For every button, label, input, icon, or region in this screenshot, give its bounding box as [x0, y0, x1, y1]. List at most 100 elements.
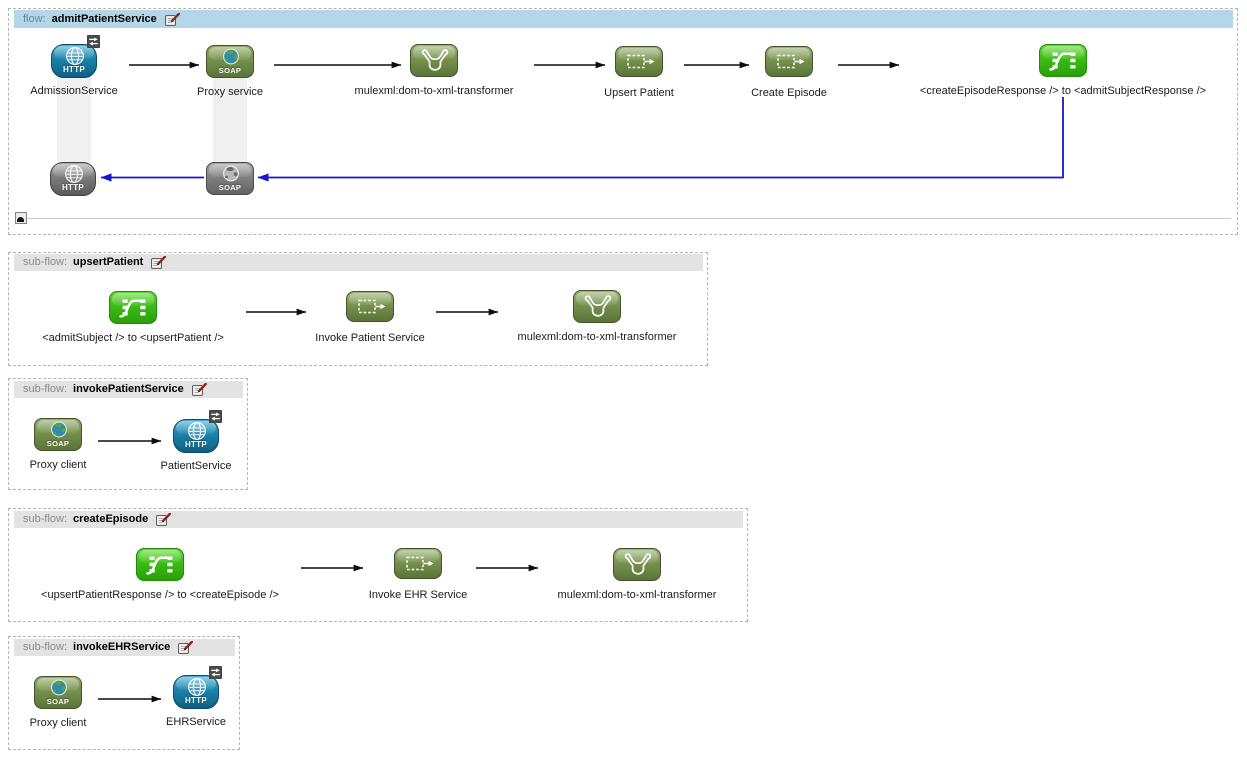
node-admission-service[interactable]: HTTP AdmissionService — [30, 35, 118, 97]
node-upsert-patient-ref[interactable]: Upsert Patient — [604, 46, 674, 99]
node-ehr-service[interactable]: HTTP EHRService — [166, 666, 226, 728]
node-soap-response[interactable]: SOAP — [206, 162, 254, 195]
flow-kind-label: sub-flow: — [23, 513, 68, 525]
soap-component-icon[interactable]: SOAP — [34, 676, 82, 709]
http-icon-label: HTTP — [184, 696, 208, 705]
node-request-mapper[interactable]: <admitSubject /> to <upsertPatient /> — [42, 291, 224, 344]
node-label: <createEpisodeResponse /> to <admitSubje… — [919, 85, 1207, 97]
node-proxy-client[interactable]: SOAP Proxy client — [30, 676, 86, 729]
request-response-channel — [213, 71, 247, 163]
node-label: Proxy client — [29, 717, 87, 729]
datamapper-glyph-icon — [1049, 52, 1076, 71]
node-response-mapper[interactable]: <createEpisodeResponse /> to <admitSubje… — [920, 44, 1206, 97]
flow-reference-icon[interactable] — [346, 291, 394, 322]
node-dom-to-xml-transformer[interactable]: mulexml:dom-to-xml-transformer — [518, 290, 676, 343]
http-endpoint-gray-icon[interactable]: HTTP — [50, 162, 96, 196]
subflow-header[interactable]: sub-flow: upsertPatient — [14, 254, 703, 271]
node-label: EHRService — [166, 716, 226, 728]
subflow-header[interactable]: sub-flow: invokePatientService — [14, 381, 243, 398]
flow-ref-glyph-icon — [777, 54, 805, 69]
http-endpoint-icon[interactable]: HTTP — [173, 419, 219, 453]
earth-icon — [51, 421, 67, 438]
node-label: mulexml:dom-to-xml-transformer — [354, 85, 514, 97]
request-response-channel — [57, 71, 91, 163]
two-way-exchange-badge-icon — [87, 35, 100, 48]
node-request-mapper[interactable]: <upsertPatientResponse /> to <createEpis… — [41, 548, 279, 601]
datamapper-glyph-icon — [146, 556, 173, 575]
subflow-container-invokePatientService: sub-flow: invokePatientService SOAP Prox… — [8, 378, 248, 490]
globe-icon — [65, 165, 83, 183]
soap-icon-label: SOAP — [218, 183, 242, 192]
globe-icon — [188, 422, 206, 440]
node-label: <upsertPatientResponse /> to <createEpis… — [41, 589, 279, 601]
subflow-container-createEpisode: sub-flow: createEpisode <upsertPatientRe… — [8, 508, 748, 622]
flow-header[interactable]: flow: admitPatientService — [14, 10, 1233, 28]
soap-component-icon[interactable]: SOAP — [206, 45, 254, 78]
flow-ref-glyph-icon — [627, 54, 655, 69]
flow-name: invokeEHRService — [73, 641, 171, 653]
transformer-icon[interactable] — [573, 290, 621, 323]
datamapper-icon[interactable] — [109, 291, 157, 324]
http-icon-label: HTTP — [61, 183, 85, 192]
earth-icon — [223, 165, 239, 182]
datamapper-glyph-icon — [119, 299, 146, 318]
transformer-icon[interactable] — [410, 44, 458, 77]
node-label: Invoke Patient Service — [315, 332, 425, 344]
two-way-exchange-badge-icon — [209, 410, 222, 423]
subflow-container-upsertPatient: sub-flow: upsertPatient <admitSubject />… — [8, 252, 708, 366]
http-endpoint-icon[interactable]: HTTP — [51, 44, 97, 78]
soap-component-icon[interactable]: SOAP — [34, 418, 82, 451]
flow-kind-label: flow: — [23, 12, 46, 25]
flow-kind-label: sub-flow: — [23, 383, 68, 395]
node-label: Proxy client — [29, 459, 87, 471]
node-invoke-patient-service-ref[interactable]: Invoke Patient Service — [315, 291, 425, 344]
flow-name: createEpisode — [73, 513, 149, 525]
soap-icon-label: SOAP — [46, 697, 70, 706]
edit-flow-icon[interactable] — [151, 256, 167, 269]
node-label: mulexml:dom-to-xml-transformer — [517, 331, 677, 343]
transformer-glyph-icon — [624, 553, 652, 575]
earth-icon — [51, 679, 67, 696]
flow-name: upsertPatient — [73, 256, 144, 268]
node-label: AdmissionService — [30, 85, 118, 97]
node-label: Create Episode — [751, 87, 827, 99]
subflow-container-invokeEHRService: sub-flow: invokeEHRService SOAP Proxy cl… — [8, 636, 240, 750]
node-label: Invoke EHR Service — [368, 589, 468, 601]
soap-component-gray-icon[interactable]: SOAP — [206, 162, 254, 195]
flow-reference-icon[interactable] — [765, 46, 813, 77]
datamapper-icon[interactable] — [1039, 44, 1087, 77]
http-icon-label: HTTP — [184, 440, 208, 449]
edit-flow-icon[interactable] — [178, 641, 194, 654]
edit-flow-icon[interactable] — [191, 383, 207, 396]
node-dom-to-xml-transformer[interactable]: mulexml:dom-to-xml-transformer — [558, 548, 716, 601]
transformer-glyph-icon — [421, 49, 449, 71]
globe-icon — [66, 47, 84, 65]
subflow-header[interactable]: sub-flow: invokeEHRService — [14, 639, 235, 656]
flow-name: admitPatientService — [51, 12, 157, 25]
http-endpoint-icon[interactable]: HTTP — [173, 675, 219, 709]
flow-kind-label: sub-flow: — [23, 256, 68, 268]
flow-reference-icon[interactable] — [615, 46, 663, 77]
http-icon-label: HTTP — [62, 65, 86, 74]
edit-flow-icon[interactable] — [156, 513, 172, 526]
flow-divider-line — [27, 218, 1231, 219]
node-proxy-service[interactable]: SOAP Proxy service — [197, 45, 263, 98]
flow-ref-glyph-icon — [358, 299, 386, 314]
globe-icon — [188, 678, 206, 696]
node-invoke-ehr-service-ref[interactable]: Invoke EHR Service — [369, 548, 467, 601]
transformer-icon[interactable] — [613, 548, 661, 581]
node-http-response-endpoint[interactable]: HTTP — [50, 162, 96, 196]
edit-flow-icon[interactable] — [164, 12, 180, 26]
datamapper-icon[interactable] — [136, 548, 184, 581]
flow-ref-glyph-icon — [406, 556, 434, 571]
flow-name: invokePatientService — [73, 383, 184, 395]
node-patient-service[interactable]: HTTP PatientService — [161, 410, 231, 472]
subflow-header[interactable]: sub-flow: createEpisode — [14, 511, 743, 528]
exception-strategy-collapse-handle[interactable] — [15, 212, 27, 224]
node-dom-to-xml-transformer[interactable]: mulexml:dom-to-xml-transformer — [355, 44, 513, 97]
flow-reference-icon[interactable] — [394, 548, 442, 579]
node-proxy-client[interactable]: SOAP Proxy client — [30, 418, 86, 471]
node-create-episode-ref[interactable]: Create Episode — [751, 46, 827, 99]
node-label: mulexml:dom-to-xml-transformer — [557, 589, 717, 601]
soap-icon-label: SOAP — [46, 439, 70, 448]
